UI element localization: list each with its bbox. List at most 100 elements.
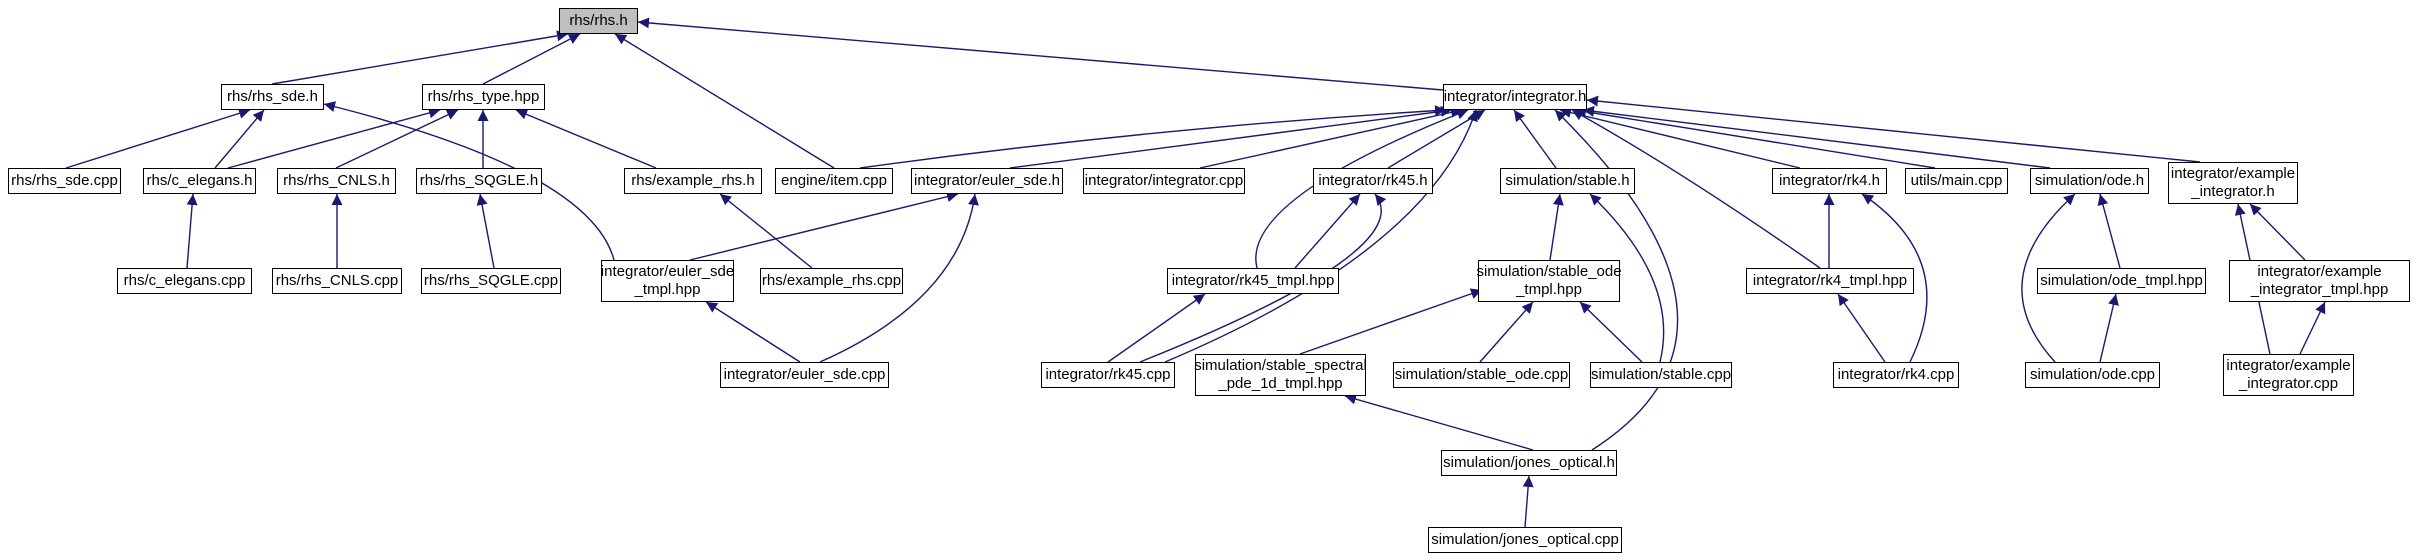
node-label: simulation/stable_spectral — [1194, 357, 1367, 374]
node-rk45-tmpl-hpp[interactable]: integrator/rk45_tmpl.hpp — [1167, 268, 1339, 294]
edge-rk45_cpp-includes-rk45_h — [1139, 193, 1387, 363]
edge-euler_sde_cpp-includes-euler_sde_h — [819, 193, 979, 363]
edge-stable_spectral_hpp-includes-stable_ode_tmpl_hpp — [1299, 288, 1483, 355]
node-euler-sde-cpp[interactable]: integrator/euler_sde.cpp — [720, 362, 889, 388]
edge-c_elegans_h-includes-rhs_sde_h — [214, 109, 265, 169]
node-label: rhs/rhs_SQGLE.cpp — [423, 272, 559, 289]
node-label: simulation/ode.h — [2034, 172, 2145, 189]
edge-euler_sde_cpp-includes-euler_sde_tmpl_hpp — [705, 301, 801, 363]
edge-rhs_type_hpp-includes-rhs_h — [482, 33, 581, 85]
node-label: simulation/stable_ode — [1476, 263, 1622, 280]
node-rhs-sqgle-h[interactable]: rhs/rhs_SQGLE.h — [416, 168, 542, 194]
node-jones-optical-h[interactable]: simulation/jones_optical.h — [1441, 450, 1617, 476]
node-rk45-cpp[interactable]: integrator/rk45.cpp — [1041, 362, 1175, 388]
node-example-rhs-cpp[interactable]: rhs/example_rhs.cpp — [760, 268, 903, 294]
node-rk4-h[interactable]: integrator/rk4.h — [1772, 168, 1887, 194]
edge-rk4_h-includes-integrator_h — [1559, 107, 1801, 169]
node-rhs-cnls-h[interactable]: rhs/rhs_CNLS.h — [277, 168, 396, 194]
node-label: rhs/rhs_CNLS.cpp — [275, 272, 399, 289]
node-stable-spectral-hpp[interactable]: simulation/stable_spectral_pde_1d_tmpl.h… — [1194, 354, 1367, 396]
node-euler-sde-tmpl-hpp[interactable]: integrator/euler_sde_tmpl.hpp — [601, 260, 734, 302]
node-label: integrator/integrator.cpp — [1084, 172, 1244, 189]
node-label: simulation/stable.h — [1505, 172, 1630, 189]
node-rhs-sde-h[interactable]: rhs/rhs_sde.h — [221, 84, 324, 110]
node-label: _tmpl.hpp — [1516, 281, 1582, 298]
node-label: integrator/rk4.h — [1779, 172, 1880, 189]
node-rk4-cpp[interactable]: integrator/rk4.cpp — [1833, 362, 1959, 388]
node-ode-h[interactable]: simulation/ode.h — [2030, 168, 2149, 194]
node-label: _pde_1d_tmpl.hpp — [1218, 375, 1343, 392]
node-stable-ode-cpp[interactable]: simulation/stable_ode.cpp — [1393, 362, 1570, 388]
edge-stable_ode_cpp-includes-stable_ode_tmpl_hpp — [1479, 301, 1534, 363]
node-label: simulation/jones_optical.cpp — [1431, 531, 1619, 548]
edge-example_integrator_tmpl_hpp-includes-example_integrator_h — [2249, 203, 2306, 261]
node-ode-tmpl-hpp[interactable]: simulation/ode_tmpl.hpp — [2037, 268, 2206, 294]
node-label: simulation/ode.cpp — [2029, 366, 2156, 383]
edge-euler_sde_tmpl_hpp-includes-euler_sde_h — [689, 191, 959, 261]
node-rhs-sqgle-cpp[interactable]: rhs/rhs_SQGLE.cpp — [421, 268, 561, 294]
node-label: rhs/c_elegans.cpp — [123, 272, 246, 289]
edge-euler_sde_h-includes-integrator_h — [1009, 105, 1453, 169]
node-label: rhs/rhs_sde.h — [227, 88, 318, 105]
node-example-integrator-cpp[interactable]: integrator/example_integrator.cpp — [2223, 354, 2354, 396]
node-label: simulation/jones_optical.h — [1443, 454, 1615, 471]
edge-utils_main_cpp-includes-integrator_h — [1574, 106, 1936, 169]
node-integrator-cpp[interactable]: integrator/integrator.cpp — [1083, 168, 1245, 194]
node-label: rhs/rhs_CNLS.h — [283, 172, 390, 189]
node-rhs-type-hpp[interactable]: rhs/rhs_type.hpp — [422, 84, 545, 110]
edge-rk4_cpp-includes-rk4_h — [1861, 193, 1928, 363]
node-example-integrator-h[interactable]: integrator/example_integrator.h — [2168, 162, 2298, 204]
node-rk4-tmpl-hpp[interactable]: integrator/rk4_tmpl.hpp — [1746, 268, 1914, 294]
node-rhs-sde-cpp[interactable]: rhs/rhs_sde.cpp — [8, 168, 121, 194]
node-euler-sde-h[interactable]: integrator/euler_sde.h — [911, 168, 1063, 194]
edge-rk45_tmpl_hpp-includes-integrator_h — [1255, 108, 1469, 269]
edge-ode_h-includes-integrator_h — [1582, 105, 2051, 169]
node-label: utils/main.cpp — [1910, 172, 2003, 189]
node-stable-ode-tmpl-hpp[interactable]: simulation/stable_ode_tmpl.hpp — [1476, 260, 1622, 302]
edge-rk45_cpp-includes-rk45_tmpl_hpp — [1107, 293, 1206, 363]
edge-c_elegans_cpp-includes-c_elegans_h — [186, 193, 198, 269]
node-ode-cpp[interactable]: simulation/ode.cpp — [2025, 362, 2160, 388]
node-label: rhs/rhs.h — [569, 12, 628, 29]
node-jones-optical-cpp[interactable]: simulation/jones_optical.cpp — [1428, 527, 1622, 553]
node-engine-item-cpp[interactable]: engine/item.cpp — [775, 168, 893, 194]
edge-rhs_sqgle_cpp-includes-rhs_sqgle_h — [476, 193, 495, 269]
node-label: rhs/example_rhs.h — [631, 172, 755, 189]
node-rhs-cnls-cpp[interactable]: rhs/rhs_CNLS.cpp — [272, 268, 402, 294]
edge-c_elegans_h-includes-rhs_type_hpp — [227, 107, 441, 169]
edge-example_integrator_h-includes-integrator_h — [1586, 95, 2201, 163]
node-integrator-h[interactable]: integrator/integrator.h — [1443, 84, 1587, 110]
edge-jones_optical_h-includes-stable_spectral_hpp — [1344, 393, 1534, 451]
node-c-elegans-cpp[interactable]: rhs/c_elegans.cpp — [117, 268, 252, 294]
edge-engine_item_cpp-includes-integrator_h — [859, 105, 1447, 169]
node-label: simulation/ode_tmpl.hpp — [2040, 272, 2203, 289]
node-example-integrator-tmpl-hpp[interactable]: integrator/example_integrator_tmpl.hpp — [2229, 260, 2410, 302]
node-label: rhs/rhs_SQGLE.h — [419, 172, 539, 189]
node-label: integrator/euler_sde.cpp — [723, 366, 886, 383]
node-label: rhs/c_elegans.h — [146, 172, 253, 189]
edge-rk4_cpp-includes-rk4_tmpl_hpp — [1837, 293, 1886, 363]
edge-rhs_sde_h-includes-rhs_h — [271, 30, 569, 85]
node-label: integrator/rk4_tmpl.hpp — [1752, 272, 1908, 289]
edge-jones_optical_cpp-includes-jones_optical_h — [1522, 475, 1534, 528]
node-label: simulation/stable_ode.cpp — [1394, 366, 1569, 383]
node-rk45-h[interactable]: integrator/rk45.h — [1313, 168, 1433, 194]
node-utils-main-cpp[interactable]: utils/main.cpp — [1905, 168, 2008, 194]
node-example-rhs-h[interactable]: rhs/example_rhs.h — [624, 168, 762, 194]
node-rhs-h[interactable]: rhs/rhs.h — [559, 8, 638, 34]
edge-rk45_cpp-includes-integrator_h — [1164, 109, 1478, 363]
edge-rk4_tmpl_hpp-includes-integrator_h — [1571, 109, 1821, 269]
edge-engine_item_cpp-includes-rhs_h — [614, 33, 835, 169]
edge-rhs_sde_cpp-includes-rhs_sde_h — [65, 108, 251, 169]
node-stable-h[interactable]: simulation/stable.h — [1500, 168, 1635, 194]
node-label: integrator/example — [2226, 357, 2351, 374]
node-stable-cpp[interactable]: simulation/stable.cpp — [1590, 362, 1732, 388]
node-label: integrator/rk45.cpp — [1045, 366, 1171, 383]
edge-ode_cpp-includes-ode_h — [2021, 193, 2076, 363]
node-c-elegans-h[interactable]: rhs/c_elegans.h — [143, 168, 256, 194]
node-label: integrator/example — [2257, 263, 2382, 280]
edge-stable_h-includes-integrator_h — [1513, 109, 1557, 169]
edge-integrator_cpp-includes-integrator_h — [1199, 107, 1463, 169]
